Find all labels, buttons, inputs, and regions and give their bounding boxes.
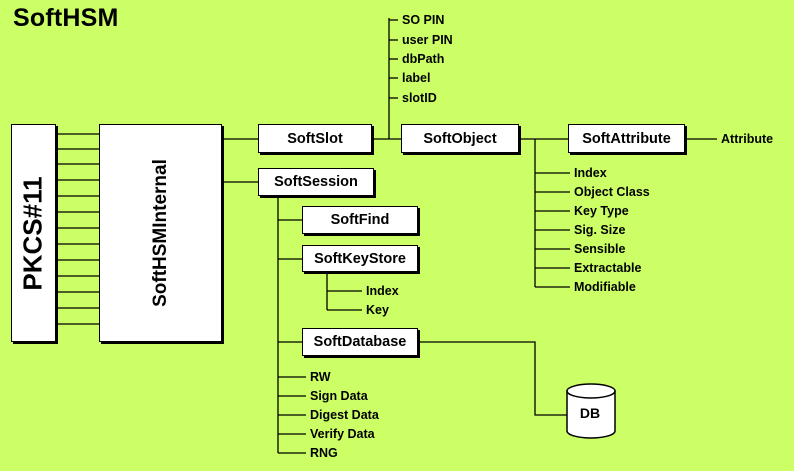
softsession-box: SoftSession [258, 168, 374, 196]
session-item-sign-data: Sign Data [310, 389, 368, 403]
pkcs11-box: PKCS#11 [11, 124, 56, 342]
softslot-box: SoftSlot [258, 124, 372, 153]
softhsm-internal-box: SoftHSMInternal [99, 124, 222, 342]
softattribute-box: SoftAttribute [568, 124, 685, 153]
slot-attr-so-pin: SO PIN [402, 13, 445, 27]
object-attr-index: Index [574, 166, 607, 180]
keystore-item-index: Index [366, 284, 399, 298]
softkeystore-box: SoftKeyStore [302, 245, 418, 272]
softkeystore-label: SoftKeyStore [314, 250, 406, 267]
db-label: DB [579, 405, 601, 421]
softobject-label: SoftObject [423, 130, 497, 147]
object-attr-sensible: Sensible [574, 242, 626, 256]
db-cylinder [566, 383, 616, 439]
session-item-rw: RW [310, 370, 331, 384]
session-item-digest-data: Digest Data [310, 408, 379, 422]
page-title: SoftHSM [13, 4, 119, 32]
softsession-label: SoftSession [274, 174, 358, 190]
object-attr-key-type: Key Type [574, 204, 629, 218]
slot-attr-slotid: slotID [402, 91, 437, 105]
softobject-box: SoftObject [401, 124, 519, 153]
session-item-verify-data: Verify Data [310, 427, 375, 441]
object-attr-modifiable: Modifiable [574, 280, 636, 294]
pkcs-internal-links [56, 133, 99, 325]
slot-attr-user-pin: user PIN [402, 33, 453, 47]
object-attr-sig-size: Sig. Size [574, 223, 626, 237]
softfind-label: SoftFind [330, 212, 390, 228]
softattribute-label: SoftAttribute [582, 130, 671, 147]
object-attr-object-class: Object Class [574, 185, 650, 199]
softdatabase-label: SoftDatabase [313, 334, 407, 350]
softhsm-internal-label: SoftHSMInternal [149, 159, 171, 307]
slot-attr-dbpath: dbPath [402, 52, 445, 66]
object-attr-extractable: Extractable [574, 261, 642, 275]
softfind-box: SoftFind [302, 206, 418, 234]
softslot-label: SoftSlot [287, 130, 343, 147]
keystore-item-key: Key [366, 303, 389, 317]
attribute-leaf: Attribute [721, 132, 774, 146]
pkcs11-label: PKCS#11 [18, 175, 48, 291]
slot-attr-label: label [402, 71, 431, 85]
softdatabase-box: SoftDatabase [302, 328, 418, 356]
session-item-rng: RNG [310, 446, 338, 460]
